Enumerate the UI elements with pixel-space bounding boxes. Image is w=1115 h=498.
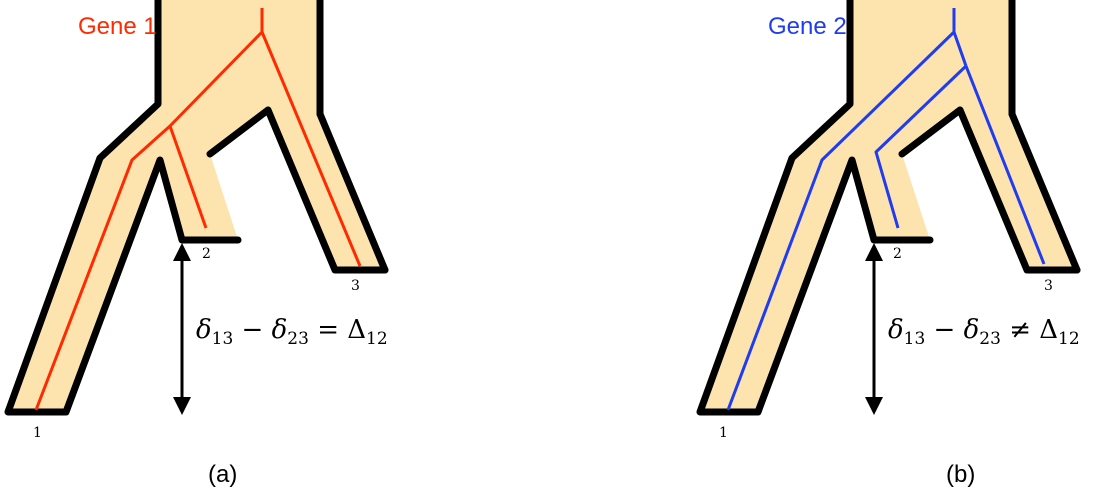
species-tree-outline bbox=[696, 0, 1081, 416]
equation: δ13 − δ23 = Δ12 bbox=[196, 315, 388, 349]
panel-caption: (b) bbox=[946, 461, 975, 488]
leaf-label-2: 2 bbox=[202, 246, 211, 262]
panel-a: 1 2 3 Gene 1 δ13 − δ23 = Δ12 (a) bbox=[4, 0, 389, 488]
species-tree-fill bbox=[8, 0, 385, 412]
leaf-label-1: 1 bbox=[33, 425, 42, 441]
equation: δ13 − δ23 ≠ Δ12 bbox=[888, 315, 1080, 349]
species-tree-outline bbox=[4, 0, 389, 416]
leaf-label-1: 1 bbox=[719, 425, 728, 441]
gene-tree-1 bbox=[34, 8, 362, 411]
leaf-label-3: 3 bbox=[1044, 278, 1053, 294]
gene-tree-2 bbox=[726, 8, 1046, 411]
gene-label: Gene 2 bbox=[768, 13, 847, 40]
panel-b: 1 2 3 Gene 2 δ13 − δ23 ≠ Δ12 (b) bbox=[696, 0, 1081, 488]
leaf-label-2: 2 bbox=[893, 246, 902, 262]
gene-label: Gene 1 bbox=[78, 13, 157, 40]
leaf-label-3: 3 bbox=[351, 278, 360, 294]
panel-caption: (a) bbox=[208, 461, 237, 488]
